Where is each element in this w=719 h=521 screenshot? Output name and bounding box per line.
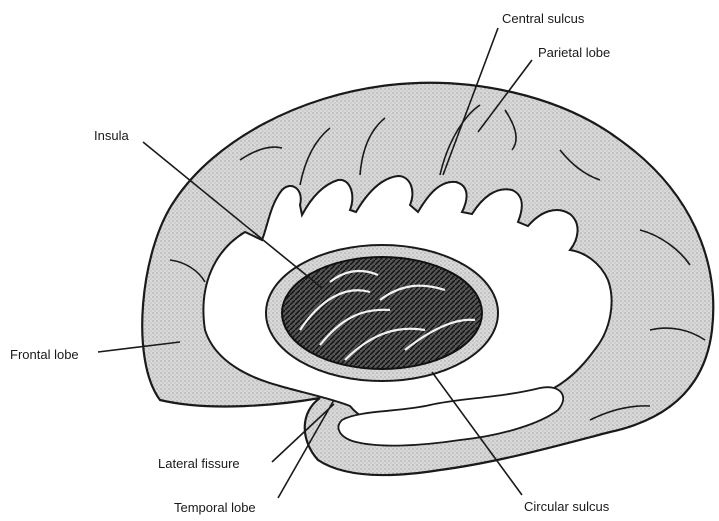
insula-label: Insula xyxy=(94,128,129,143)
frontal-lobe-label: Frontal lobe xyxy=(10,347,79,362)
central-sulcus-label: Central sulcus xyxy=(502,11,584,26)
lateral-fissure-label: Lateral fissure xyxy=(158,456,240,471)
parietal-lobe-label: Parietal lobe xyxy=(538,45,610,60)
temporal-lobe-label: Temporal lobe xyxy=(174,500,256,515)
circular-sulcus-label: Circular sulcus xyxy=(524,499,609,514)
